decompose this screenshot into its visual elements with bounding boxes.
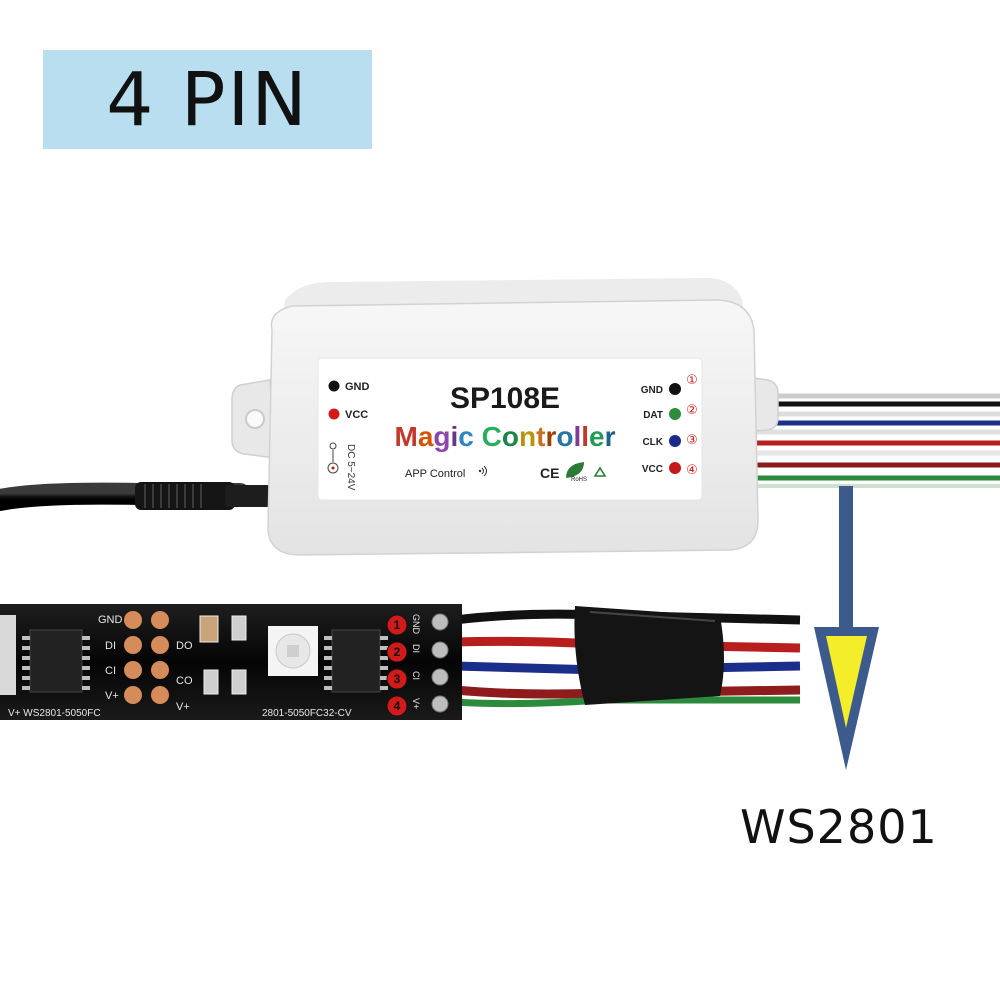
model-label: SP108E [450, 382, 560, 415]
pin-marker-4: 4 [386, 695, 408, 717]
power-rating-label: DC 5~24V [345, 444, 356, 491]
pcb-print-left: V+ WS2801-5050FC [8, 708, 101, 719]
product-name-letter: g [433, 421, 450, 452]
ic-chip-left [22, 629, 90, 693]
product-name-letter: r [605, 421, 616, 452]
pcb-label-vplus-mid: V+ [176, 701, 190, 713]
pcb-label-ci: CI [105, 665, 116, 677]
product-name-letter: t [536, 421, 545, 452]
left-terminal-vcc: VCC [328, 408, 368, 421]
pin-marker-2-number: 2 [394, 645, 401, 659]
pin-count-banner: 4 PIN [43, 50, 372, 149]
right-terminal-clk: CLK ③ [642, 433, 697, 448]
product-name-letter: o [502, 421, 519, 452]
pin-number-4: ④ [686, 463, 698, 478]
pad-label-gnd: GND [411, 614, 421, 635]
product-name-letter: C [482, 421, 502, 452]
recycle-icon [593, 466, 607, 477]
right-terminal-dat: DAT ② [643, 403, 698, 421]
pin-marker-2: 2 [386, 641, 408, 663]
pcb-label-do: DO [176, 640, 193, 652]
app-control-label: APP Control [405, 468, 465, 480]
gnd-terminal-dot [328, 380, 340, 392]
pad-label-vplus: V+ [411, 698, 421, 709]
product-name-letter: M [395, 421, 418, 452]
pcb-print-right: 2801-5050FC32-CV [262, 708, 352, 719]
controller-box [231, 278, 779, 556]
ce-mark: CE [540, 465, 559, 481]
strip-wires [454, 606, 801, 708]
led-strip: GND DI CI V+ DO CO V+ [0, 604, 462, 720]
product-name-letter: i [451, 421, 459, 452]
right-gnd-label: GND [641, 385, 663, 396]
power-input-marking: DC 5~24V [327, 442, 356, 491]
pin-count-label: 4 PIN [106, 56, 309, 143]
vcc-terminal-dot [328, 408, 340, 420]
strip-type-label: WS2801 [740, 800, 938, 854]
solder-joints [431, 613, 449, 713]
product-name-letter: c [458, 421, 474, 452]
product-name-letter: n [519, 421, 536, 452]
rohs-mark: RoHS [571, 477, 587, 483]
product-name-letter: l [573, 421, 581, 452]
right-terminal-gnd: GND ① [641, 373, 698, 396]
dc-polarity-icon [327, 442, 339, 474]
product-name-letter: l [581, 421, 589, 452]
smd-components [199, 615, 247, 695]
gnd-output-dot [669, 383, 681, 395]
product-name-letter: o [556, 421, 573, 452]
pad-label-ci: CI [411, 671, 421, 680]
right-terminal-vcc: VCC ④ [642, 462, 698, 478]
power-cable [0, 482, 270, 511]
right-vcc-label: VCC [642, 464, 663, 475]
right-clk-label: CLK [642, 437, 663, 448]
rohs-leaf-icon [566, 462, 584, 478]
pin-marker-3-number: 3 [394, 672, 401, 686]
pcb-label-vplus: V+ [105, 690, 119, 702]
rgb-led-chip [268, 626, 318, 676]
pin-marker-3: 3 [386, 668, 408, 690]
output-wires [740, 393, 1000, 488]
ic-chip-right [324, 629, 388, 693]
clk-output-dot [669, 435, 681, 447]
product-name-letter: a [418, 421, 434, 452]
pin-marker-4-number: 4 [394, 699, 401, 713]
pcb-label-co: CO [176, 675, 193, 687]
pcb-label-gnd: GND [98, 614, 123, 626]
product-name-letter [474, 421, 482, 452]
solder-pads [124, 611, 169, 704]
vcc-output-dot [669, 462, 681, 474]
pin-marker-1: 1 [386, 614, 408, 636]
product-name-letter: e [589, 421, 605, 452]
left-terminal-gnd: GND [328, 380, 370, 393]
pin-number-2: ② [686, 403, 698, 418]
left-vcc-label: VCC [345, 409, 368, 421]
left-gnd-label: GND [345, 381, 370, 393]
right-dat-label: DAT [643, 410, 663, 421]
pin-number-3: ③ [686, 433, 698, 448]
down-arrow-icon [814, 486, 879, 770]
pcb-label-di: DI [105, 640, 116, 652]
product-name-label: Magic Controller [395, 421, 616, 452]
pin-number-1: ① [686, 373, 698, 388]
dat-output-dot [669, 408, 681, 420]
wireless-signal-icon [478, 465, 487, 477]
pad-label-di: DI [411, 644, 421, 653]
product-name-letter: r [545, 421, 556, 452]
pin-marker-1-number: 1 [394, 618, 401, 632]
